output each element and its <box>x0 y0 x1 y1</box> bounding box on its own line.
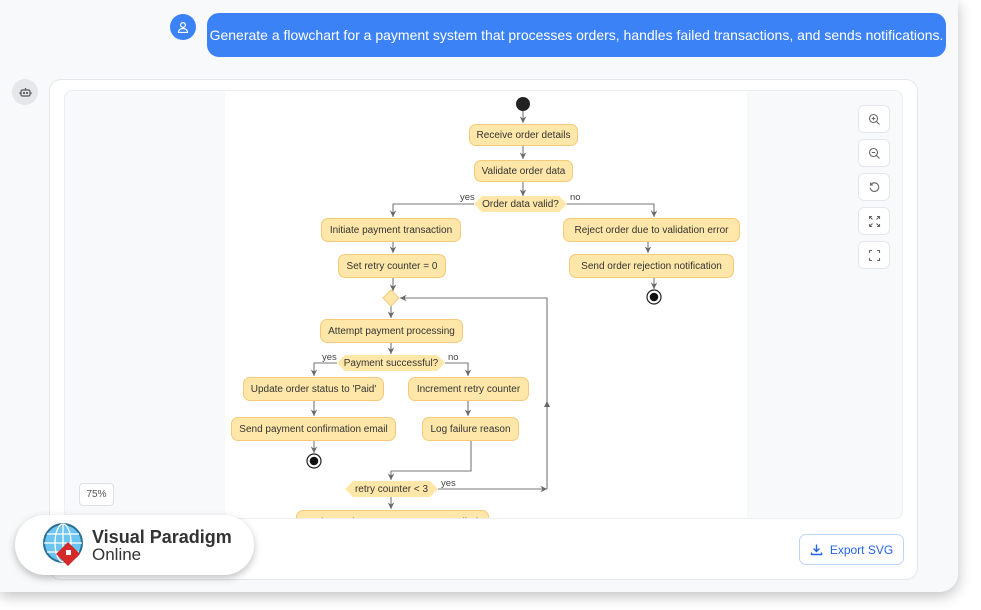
node-attempt[interactable]: Attempt payment processing <box>320 319 463 343</box>
node-validate[interactable]: Validate order data <box>474 160 573 182</box>
fit-button[interactable] <box>858 207 890 235</box>
merge-node <box>382 289 400 307</box>
logo-line1: Visual Paradigm <box>92 526 232 547</box>
robot-icon <box>18 88 32 97</box>
decision-retry[interactable]: retry counter < 3 <box>345 481 438 497</box>
node-update-failed[interactable]: Update order status to 'Payment Failed' <box>296 510 489 518</box>
download-icon <box>810 544 823 556</box>
logo-line2: Online <box>92 544 142 564</box>
fullscreen-button[interactable] <box>858 241 890 269</box>
node-reject[interactable]: Reject order due to validation error <box>563 218 740 242</box>
label-yes: yes <box>460 192 475 203</box>
node-receive[interactable]: Receive order details <box>469 124 578 146</box>
logo-globe-icon <box>43 523 83 566</box>
fullscreen-icon <box>868 249 880 261</box>
decision-valid[interactable]: Order data valid? <box>474 196 567 212</box>
decision-success[interactable]: Payment successful? <box>337 355 445 371</box>
zoom-in-button[interactable] <box>858 105 890 133</box>
visual-paradigm-logo[interactable]: Visual Paradigm Online <box>15 515 254 575</box>
fit-icon <box>868 215 880 227</box>
node-initiate[interactable]: Initiate payment transaction <box>321 218 461 242</box>
diagram-edges <box>306 97 662 509</box>
diagram-canvas[interactable]: Receive order details Validate order dat… <box>64 90 903 519</box>
user-icon <box>177 21 189 33</box>
export-svg-label: Export SVG <box>829 542 894 557</box>
zoom-out-button[interactable] <box>858 139 890 167</box>
user-message: Generate a flowchart for a payment syste… <box>207 13 946 57</box>
node-update-paid[interactable]: Update order status to 'Paid' <box>243 377 384 401</box>
node-set-retry[interactable]: Set retry counter = 0 <box>338 254 446 278</box>
bot-avatar <box>12 79 38 105</box>
node-log-failure[interactable]: Log failure reason <box>422 417 519 441</box>
export-svg-button[interactable]: Export SVG <box>799 534 904 565</box>
zoom-in-icon <box>868 113 880 125</box>
start-node <box>516 97 530 111</box>
zoom-level: 75% <box>79 483 114 506</box>
reset-button[interactable] <box>858 173 890 201</box>
label-no: no <box>570 192 581 203</box>
node-send-reject[interactable]: Send order rejection notification <box>569 254 734 278</box>
label-yes: yes <box>441 478 456 489</box>
label-no: no <box>448 352 459 363</box>
reset-icon <box>869 181 879 192</box>
node-increment[interactable]: Increment retry counter <box>408 377 529 401</box>
zoom-out-icon <box>868 147 880 159</box>
label-yes: yes <box>322 352 337 363</box>
node-send-confirm[interactable]: Send payment confirmation email <box>231 417 396 441</box>
user-avatar <box>170 14 196 40</box>
